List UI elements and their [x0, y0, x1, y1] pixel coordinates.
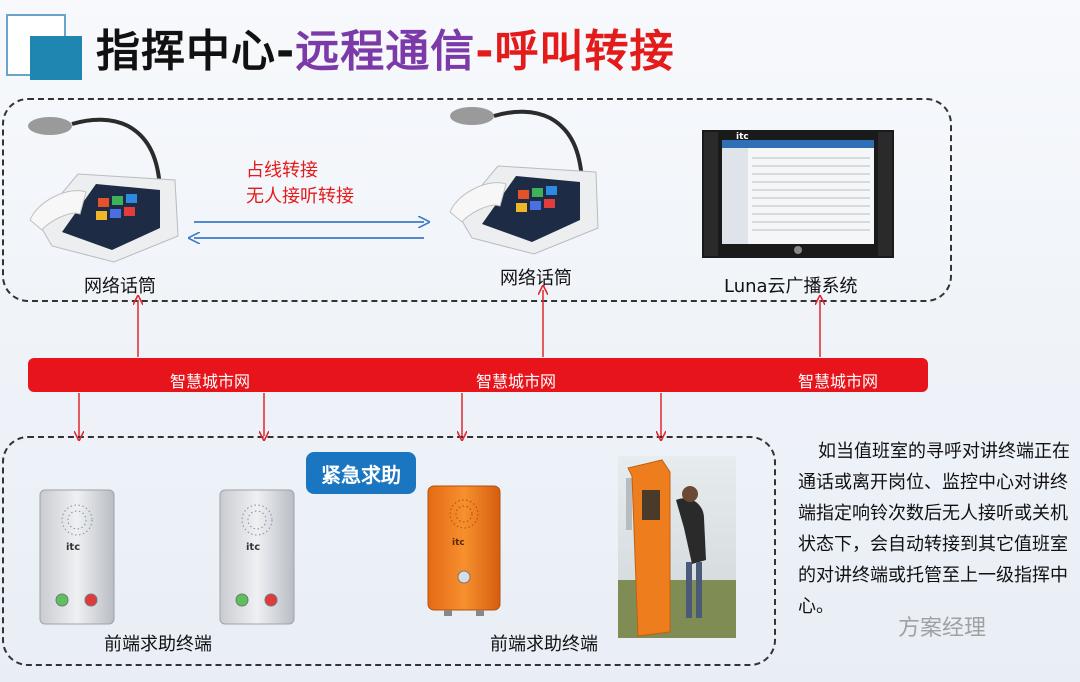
server-label: Luna云广播系统	[724, 276, 858, 297]
title-part-1: 指挥中心-	[96, 26, 296, 77]
network-label-2: 智慧城市网	[476, 372, 557, 391]
help-pillar-photo	[618, 456, 736, 638]
title-decoration-square	[30, 36, 82, 80]
city-network-bar	[28, 358, 928, 392]
title-part-2: 远程通信	[295, 26, 476, 77]
description-text: 如当值班室的寻呼对讲终端正在通话或离开岗位、监控中心对讲终端指定响铃次数后无人接…	[798, 441, 1070, 617]
broadcast-server-icon	[702, 130, 894, 258]
transfer-label-busy: 占线转接	[246, 160, 318, 181]
paging-console-left-icon	[28, 117, 179, 263]
terminal-group	[2, 436, 776, 666]
server-brand-logo: itc	[736, 132, 749, 142]
network-label-1: 智慧城市网	[170, 372, 251, 391]
title-part-3: -呼叫转接	[475, 26, 675, 77]
transfer-label-no-answer: 无人接听转接	[246, 186, 354, 207]
console-left-label: 网络话筒	[84, 276, 156, 297]
help-terminal-orange-icon	[427, 485, 501, 616]
terminals-right-label: 前端求助终端	[490, 634, 598, 655]
page-title: 指挥中心-远程通信-呼叫转接	[96, 30, 675, 74]
emergency-help-badge: 紧急求助	[306, 452, 416, 494]
terminals-left-label: 前端求助终端	[104, 634, 212, 655]
watermark: 方案经理	[898, 616, 987, 641]
command-center-group	[2, 98, 952, 302]
console-right-label: 网络话筒	[500, 268, 572, 289]
paging-console-right-icon	[449, 107, 599, 255]
terminal-2-brand: itc	[246, 542, 261, 553]
help-terminal-silver-1-icon	[39, 489, 115, 625]
terminal-3-brand: itc	[452, 538, 465, 548]
network-label-3: 智慧城市网	[798, 372, 879, 391]
help-terminal-silver-2-icon	[219, 489, 295, 625]
terminal-1-brand: itc	[66, 542, 81, 553]
